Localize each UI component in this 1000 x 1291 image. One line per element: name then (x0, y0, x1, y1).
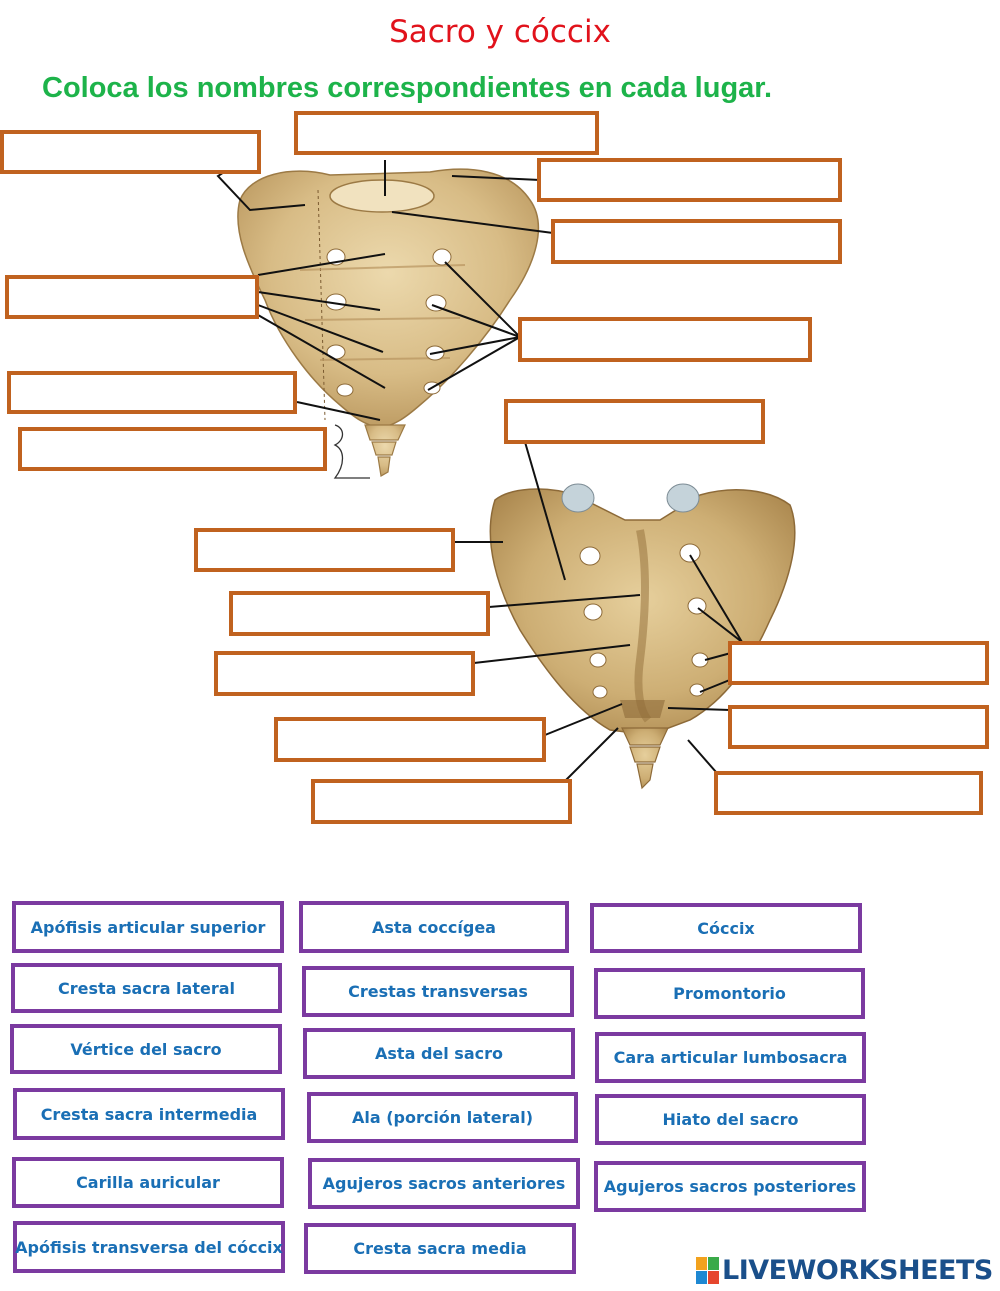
word-bank-item[interactable]: Apófisis transversa del cóccix (13, 1221, 285, 1273)
word-bank-item[interactable]: Cresta sacra intermedia (13, 1088, 285, 1140)
answer-blank[interactable] (274, 717, 546, 762)
answer-blank[interactable] (728, 641, 989, 685)
answer-blank[interactable] (728, 705, 989, 749)
answer-blank[interactable] (194, 528, 455, 572)
word-bank-item[interactable]: Carilla auricular (12, 1157, 284, 1208)
word-bank-item[interactable]: Cresta sacra lateral (11, 963, 282, 1013)
word-bank-item[interactable]: Hiato del sacro (595, 1094, 866, 1145)
word-bank-item[interactable]: Cara articular lumbosacra (595, 1032, 866, 1083)
word-bank-item[interactable]: Promontorio (594, 968, 865, 1019)
worksheet-title: Sacro y cóccix (389, 14, 611, 50)
answer-blank[interactable] (504, 399, 765, 444)
liveworksheets-logo: LIVEWORKSHEETS (696, 1255, 993, 1286)
answer-blank[interactable] (214, 651, 475, 696)
answer-blank[interactable] (229, 591, 490, 636)
word-bank-item[interactable]: Crestas transversas (302, 966, 574, 1017)
posterior-sacrum-illustration (489, 483, 796, 790)
word-bank-item[interactable]: Asta coccígea (299, 901, 569, 953)
answer-blank[interactable] (551, 219, 842, 264)
worksheet-instructions: Coloca los nombres correspondientes en c… (42, 72, 773, 104)
answer-blank[interactable] (0, 130, 261, 174)
answer-blank[interactable] (311, 779, 572, 824)
leader-lines (216, 149, 743, 782)
word-bank-item[interactable]: Ala (porción lateral) (307, 1092, 578, 1143)
answer-blank[interactable] (7, 371, 297, 414)
word-bank-item[interactable]: Vértice del sacro (10, 1024, 282, 1074)
liveworksheets-logo-icon (696, 1257, 719, 1284)
answer-blank[interactable] (714, 771, 983, 815)
word-bank-item[interactable]: Asta del sacro (303, 1028, 575, 1079)
answer-blank[interactable] (537, 158, 842, 202)
word-bank-item[interactable]: Agujeros sacros anteriores (308, 1158, 580, 1209)
word-bank-item[interactable]: Apófisis articular superior (12, 901, 284, 953)
answer-blank[interactable] (518, 317, 812, 362)
word-bank-item[interactable]: Cresta sacra media (304, 1223, 576, 1274)
answer-blank[interactable] (294, 111, 599, 155)
answer-blank[interactable] (18, 427, 327, 471)
word-bank-item[interactable]: Agujeros sacros posteriores (594, 1161, 866, 1212)
word-bank-item[interactable]: Cóccix (590, 903, 862, 953)
liveworksheets-brand: LIVEWORKSHEETS (722, 1255, 993, 1286)
answer-blank[interactable] (5, 275, 259, 319)
